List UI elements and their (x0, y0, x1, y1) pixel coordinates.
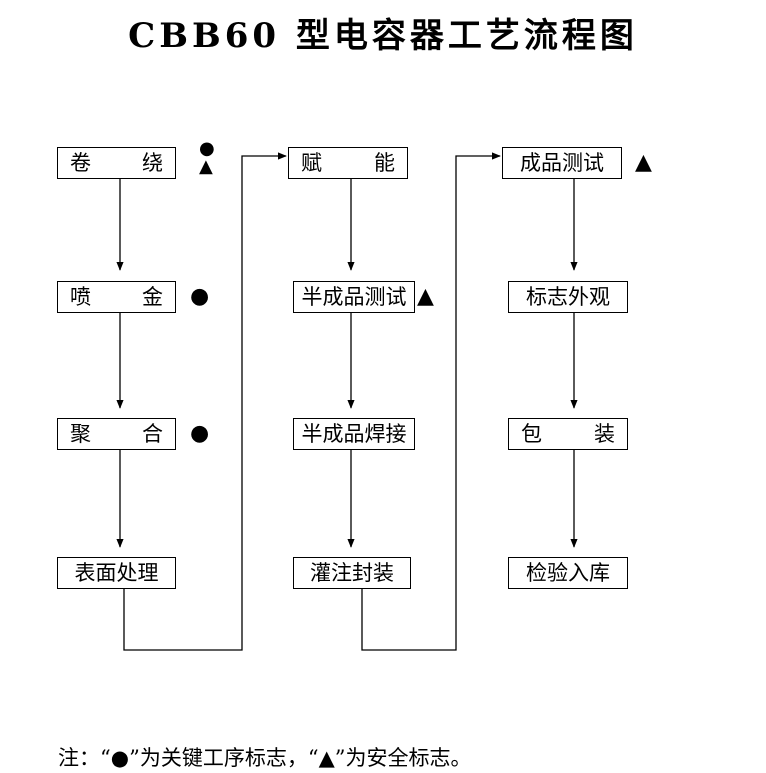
step-surface-treatment: 表面处理 (57, 557, 176, 589)
step-semi-product-test: 半成品测试 (293, 281, 415, 313)
step-winding: 卷绕 (57, 147, 176, 179)
step-inspection-storage: 检验入库 (508, 557, 628, 589)
safety-triangle-icon: ▲ (318, 746, 335, 770)
safety-triangle-icon: ▲ (417, 284, 434, 309)
legend-note: 注：“●”为关键工序标志，“▲”为安全标志。 (58, 746, 472, 770)
key-process-circle-icon: ● (190, 421, 210, 446)
connector-c1-c2 (123, 152, 287, 651)
step-packing: 包装 (508, 418, 628, 450)
step-energizing: 赋能 (288, 147, 408, 179)
step-polymerization: 聚合 (57, 418, 176, 450)
key-process-circle-icon: ● (190, 284, 210, 309)
step-potting-packaging: 灌注封装 (293, 557, 411, 589)
key-process-circle-icon: ● (110, 746, 130, 770)
safety-triangle-icon: ▲ (199, 156, 213, 177)
connector-c2-c3 (361, 152, 501, 651)
diagram-title: CBB60 型电容器工艺流程图 (128, 16, 638, 56)
step-metal-spraying: 喷金 (57, 281, 176, 313)
step-semi-product-welding: 半成品焊接 (293, 418, 415, 450)
safety-triangle-icon: ▲ (635, 150, 652, 175)
step-final-product-test: 成品测试 (502, 147, 622, 179)
key-process-circle-icon: ● (199, 138, 215, 159)
step-marking-appearance: 标志外观 (508, 281, 628, 313)
